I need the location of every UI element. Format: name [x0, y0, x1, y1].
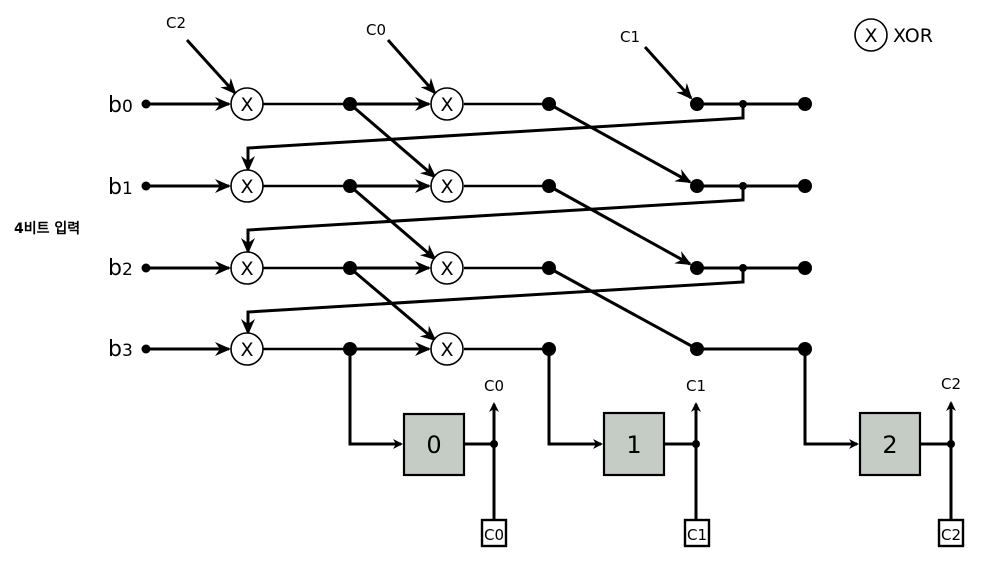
output-box-c2	[937, 518, 965, 548]
register-box-1	[602, 411, 666, 477]
top-feedback-inputs: C2 C0 C1	[166, 14, 693, 100]
register-0: 0 C0 C0	[348, 349, 508, 548]
top-label-c1: C1	[620, 28, 640, 46]
legend: X XOR	[854, 18, 933, 52]
register-box-0	[402, 412, 466, 477]
top-label-c2: C2	[166, 14, 186, 32]
register-2: 2 C2 C2	[803, 349, 965, 548]
xor-gates-column-1: X X X X	[230, 87, 264, 366]
register-label-0: 0	[426, 431, 441, 459]
junction-dots	[343, 97, 812, 356]
xor-gates-column-2: X X X X	[430, 87, 464, 366]
svg-text:X: X	[240, 339, 253, 361]
output-box-c0	[480, 518, 508, 548]
xor-legend-icon	[854, 18, 888, 52]
svg-text:X: X	[440, 258, 453, 280]
svg-text:X: X	[440, 176, 453, 198]
feedback-wires	[241, 100, 747, 335]
svg-text:X: X	[440, 94, 453, 116]
xor-gate	[230, 332, 264, 366]
xor-gate	[430, 332, 464, 366]
output-box-c1	[683, 518, 711, 548]
input-group-label: 4비트 입력	[14, 221, 80, 237]
xor-gate	[230, 169, 264, 203]
legend-symbol: X	[864, 25, 877, 47]
register-out-label-1: C1	[686, 377, 706, 395]
input-label-b1: b1	[108, 175, 133, 200]
svg-text:C2: C2	[941, 526, 961, 544]
legend-label: XOR	[893, 25, 933, 47]
svg-text:X: X	[240, 94, 253, 116]
register-out-label-2: C2	[941, 375, 961, 393]
register-label-2: 2	[882, 431, 897, 459]
input-label-b2: b2	[108, 256, 133, 281]
xor-gate	[430, 87, 464, 121]
svg-text:C1: C1	[687, 526, 707, 544]
row-wires	[263, 97, 805, 356]
svg-text:C0: C0	[484, 526, 504, 544]
input-label-b0: b0	[108, 93, 133, 118]
svg-text:X: X	[240, 176, 253, 198]
svg-text:X: X	[440, 339, 453, 361]
input-labels: b0 b1 b2 b3	[108, 93, 133, 362]
diagonal-shift-wires-b	[548, 102, 698, 351]
input-label-b3: b3	[108, 337, 133, 362]
input-wires	[141, 97, 231, 356]
top-label-c0: C0	[366, 21, 386, 39]
xor-gate	[430, 169, 464, 203]
register-box-2	[858, 411, 922, 477]
xor-gate	[430, 251, 464, 285]
register-out-label-0: C0	[484, 377, 504, 395]
register-1: 1 C1 C1	[547, 349, 711, 548]
register-label-1: 1	[626, 431, 641, 459]
xor-gate	[230, 87, 264, 121]
svg-text:X: X	[240, 258, 253, 280]
xor-gate	[230, 251, 264, 285]
